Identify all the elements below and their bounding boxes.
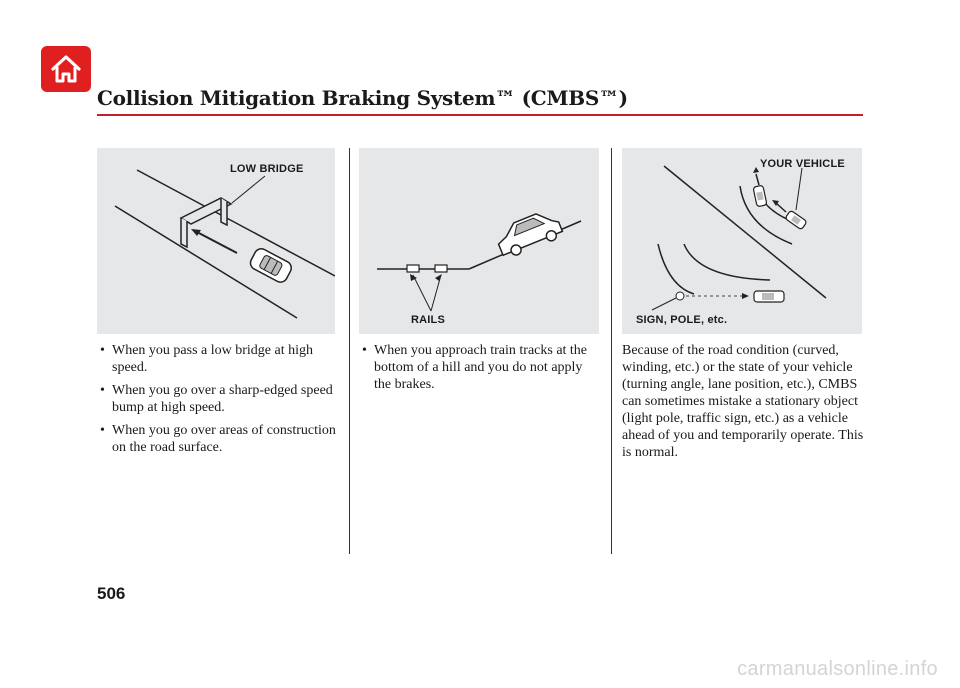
sign-pole-label: SIGN, POLE, etc. <box>636 314 728 326</box>
header-divider <box>97 114 863 116</box>
home-button[interactable] <box>41 46 91 92</box>
curve-illustration: YOUR VEHICLE SIGN, POLE, etc. <box>622 148 862 334</box>
low-bridge-illustration: LOW BRIDGE <box>97 148 335 334</box>
home-icon <box>51 55 81 83</box>
page-number: 506 <box>97 584 126 603</box>
watermark: carmanualsonline.info <box>737 658 938 680</box>
list-item: When you go over areas of construction o… <box>97 422 337 456</box>
right-paragraph: Because of the road condition (curved, w… <box>622 343 864 460</box>
column-divider-left <box>349 148 350 554</box>
left-bullet-list: When you pass a low bridge at high speed… <box>97 342 337 462</box>
your-vehicle-label: YOUR VEHICLE <box>760 158 845 170</box>
page-title: Collision Mitigation Braking System™ (CM… <box>97 86 628 110</box>
rails-label: RAILS <box>411 314 445 326</box>
rails-illustration: RAILS <box>359 148 599 334</box>
list-item: When you go over a sharp-edged speed bum… <box>97 382 337 416</box>
middle-bullet-list: When you approach train tracks at the bo… <box>359 342 603 399</box>
list-item: When you pass a low bridge at high speed… <box>97 342 337 376</box>
list-item: When you approach train tracks at the bo… <box>359 342 603 393</box>
low-bridge-label: LOW BRIDGE <box>230 163 304 175</box>
column-divider-right <box>611 148 612 554</box>
